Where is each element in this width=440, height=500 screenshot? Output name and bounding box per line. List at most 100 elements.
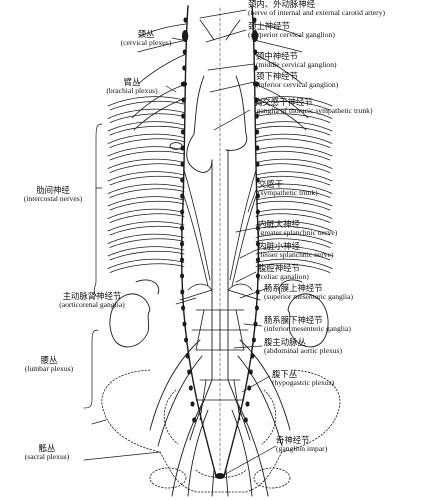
rib-left — [107, 196, 185, 207]
ganglion-left — [180, 145, 185, 151]
rib-right-lower — [255, 250, 331, 261]
rib-left — [107, 258, 185, 269]
label-intercostal-nerves: 肋间神经 (intercostal nerves) — [23, 185, 83, 203]
rib-right — [255, 171, 333, 182]
rib-right-lower — [255, 225, 331, 236]
ganglion-left — [180, 177, 185, 183]
ganglion-left — [183, 17, 188, 23]
intercostal-ribs-right — [255, 96, 333, 273]
rib-right-lower — [255, 263, 331, 273]
rib-right — [255, 221, 333, 232]
rib-right-lower — [255, 150, 331, 161]
rib-left-lower — [109, 125, 185, 136]
ganglion-right — [255, 129, 260, 135]
ganglion-right — [251, 337, 256, 343]
ganglion-left — [180, 225, 184, 231]
rib-left — [107, 146, 185, 157]
ganglion-left — [182, 65, 187, 71]
aorta — [169, 75, 261, 441]
label-inferior-mesenteric: 肠系膜下神经节 (inferior mesenteric ganglia) — [264, 315, 351, 333]
ganglion-right — [256, 257, 260, 263]
rib-right — [255, 246, 333, 257]
rib-left-lower — [109, 225, 185, 236]
ganglion-right — [254, 305, 259, 311]
label-lesser-splanchnic: 内脏小神经 (lesser splanchnic nerve) — [258, 241, 334, 259]
ganglion-right — [245, 401, 250, 407]
rib-left-lower — [109, 263, 185, 273]
ganglion-right — [255, 209, 260, 215]
rib-left-lower — [109, 238, 185, 248]
rib-left — [107, 221, 185, 232]
rib-right — [255, 96, 333, 107]
label-internal-external-carotid-nerve: 颈内、外动脉神经 (nerve of internal and external… — [248, 0, 386, 17]
ganglion-right — [253, 65, 258, 71]
rib-left-lower — [109, 213, 185, 223]
rib-right — [255, 258, 333, 269]
rib-left — [107, 108, 185, 119]
rib-right-lower — [255, 100, 331, 111]
ganglion-left — [181, 305, 186, 311]
rib-left — [107, 233, 185, 244]
ganglion-right — [255, 161, 260, 167]
ganglion-left — [180, 209, 185, 215]
ganglion-right — [255, 193, 260, 199]
rib-left — [107, 96, 185, 107]
rib-left — [107, 133, 185, 144]
rib-right — [255, 133, 333, 144]
rib-right-lower — [255, 200, 331, 211]
rib-left-lower — [109, 113, 185, 123]
ganglion-right — [256, 241, 260, 247]
ganglion-right — [252, 17, 257, 23]
ganglion-left — [180, 289, 185, 295]
label-sacral-plexus: 骶丛 (sacral plexus) — [24, 443, 70, 461]
rib-right-lower — [255, 125, 331, 136]
rib-left-lower — [109, 138, 185, 148]
rib-right — [255, 196, 333, 207]
cervical-brachial-plexus — [131, 19, 309, 131]
rib-left — [107, 171, 185, 182]
intercostal-ribs-left — [107, 96, 185, 273]
rib-left — [107, 246, 185, 257]
rib-left-lower — [109, 150, 185, 161]
ganglion-left — [181, 30, 189, 42]
label-thoracic-sympathetic-ganglia: 胸交感干神经节 (ganglia of thoracic sympathetic… — [254, 97, 373, 115]
rib-left-lower — [109, 200, 185, 211]
ganglion-right — [248, 369, 253, 375]
kidneys — [109, 279, 329, 348]
ganglion-right — [255, 177, 260, 183]
ganglion-left — [180, 273, 185, 279]
label-abdominal-aortic-plexus: 腹主动脉丛 (abdominal aortic plexus) — [264, 337, 343, 355]
ganglion-left — [184, 337, 189, 343]
rib-left-lower — [109, 188, 185, 198]
label-middle-cervical-ganglion: 颈中神经节 (middle cervical ganglion) — [256, 51, 337, 69]
rib-right — [255, 121, 333, 132]
label-superior-cervical-ganglion: 颈上神经节 (surperior cervical ganglion) — [248, 21, 335, 39]
rib-right-lower — [255, 138, 331, 148]
rib-left — [107, 121, 185, 132]
pelvis-outline — [101, 369, 341, 493]
ganglion-left — [180, 257, 184, 263]
rib-left-lower — [109, 163, 185, 173]
label-celiac-ganglion: 腹腔神经节 (celiac ganalion) — [258, 263, 309, 281]
rib-right — [255, 208, 333, 219]
label-sympathetic-trunk: 交感干 (sympathetic trunk) — [258, 179, 318, 197]
label-aorticorenal-ganglia: 主动脉肾神经节 (aorticorenal ganglia) — [59, 291, 125, 309]
rib-right — [255, 146, 333, 157]
rib-left-lower — [109, 100, 185, 111]
ganglion-left — [181, 113, 186, 119]
rib-right — [255, 108, 333, 119]
ganglion-right — [253, 321, 258, 327]
label-superior-mesenteric: 肠系膜上神经节 (superior mesenteric ganglia) — [264, 283, 353, 301]
rib-right-lower — [255, 163, 331, 173]
rib-right-lower — [255, 113, 331, 123]
ganglion-left — [190, 401, 195, 407]
rib-left — [107, 183, 185, 194]
label-ganglion-impar: 奇神经节 (ganglion impar) — [276, 435, 328, 453]
lumbar-sacral-plexus — [149, 339, 291, 497]
rib-right-lower — [255, 175, 331, 186]
ganglion-left — [180, 193, 185, 199]
rib-right — [255, 183, 333, 194]
rib-right — [255, 233, 333, 244]
